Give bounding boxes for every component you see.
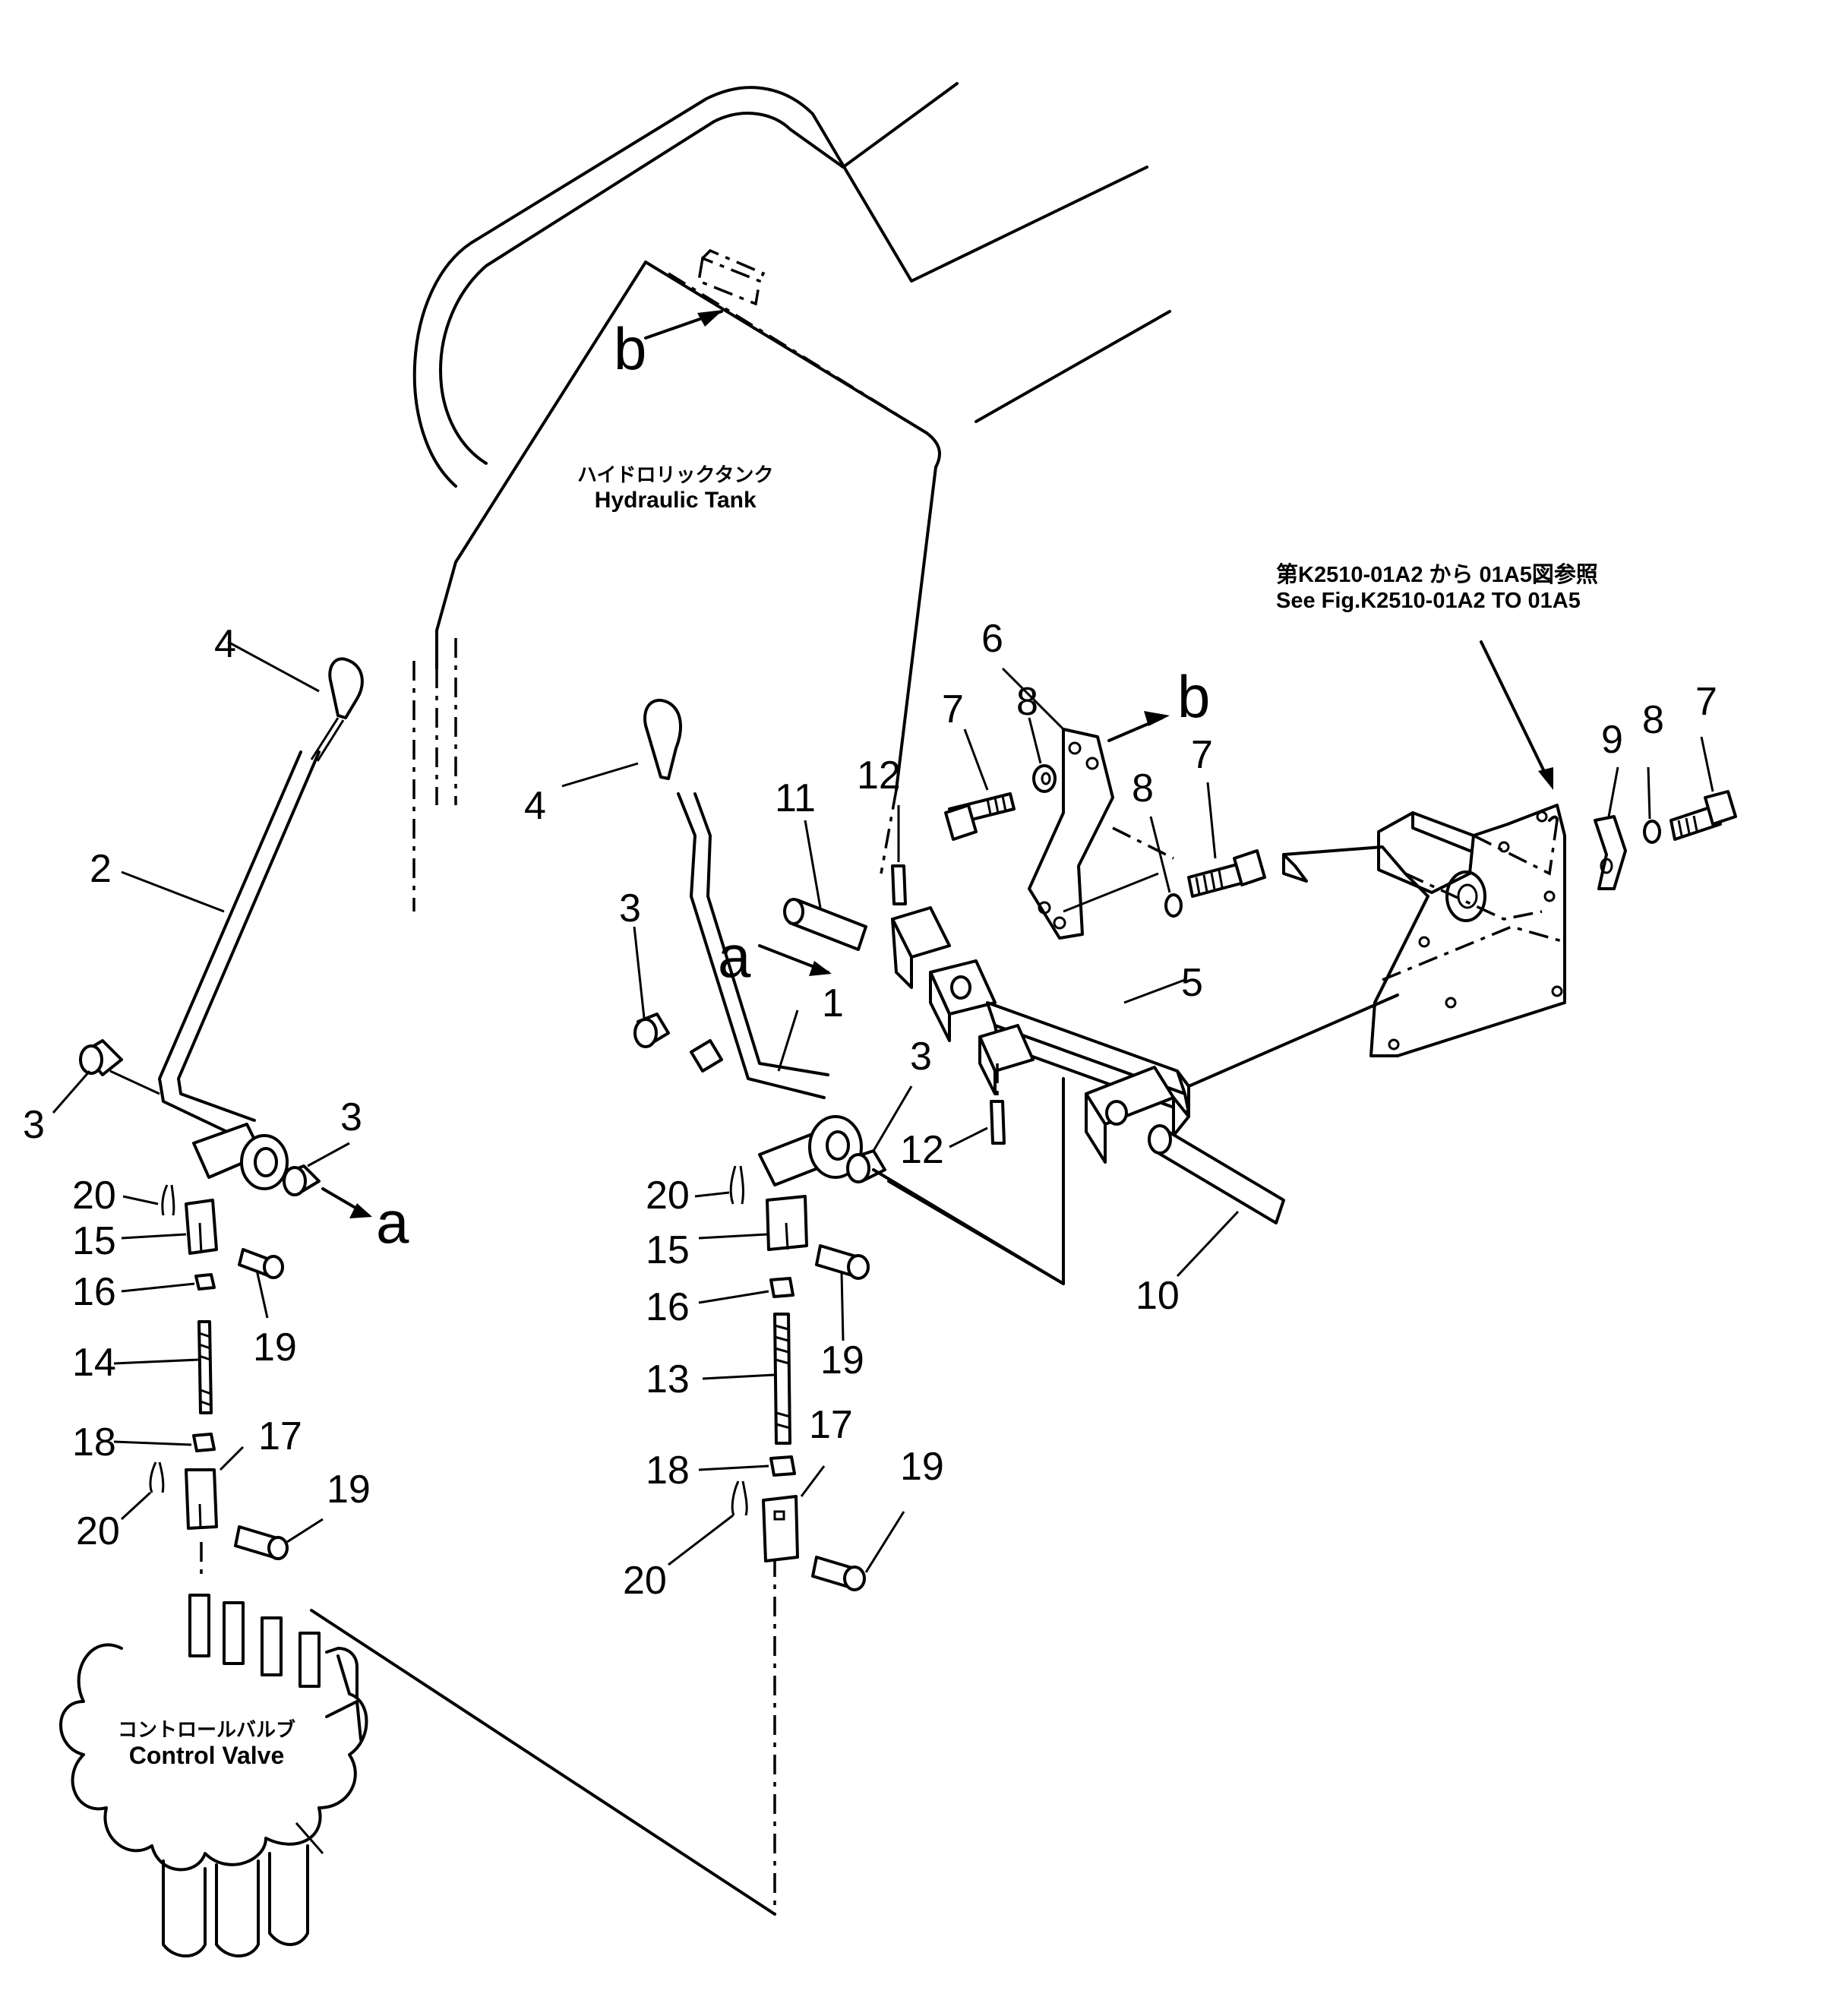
- callout-4-right: 4: [524, 784, 546, 828]
- callout-11: 11: [775, 776, 816, 820]
- callout-10: 10: [1136, 1274, 1180, 1318]
- callout-19-left-a: 19: [253, 1325, 297, 1370]
- control-valve-label: コントロールバルブ Control Valve: [118, 1717, 295, 1768]
- callout-13: 13: [646, 1357, 690, 1401]
- see-fig-note-jp: 第K2510-01A2 から 01A5図参照: [1276, 563, 1598, 587]
- callout-20-left-b: 20: [76, 1509, 120, 1553]
- ref-b-bracket: b: [1177, 663, 1211, 730]
- callout-9: 9: [1601, 718, 1623, 762]
- left-lever-assembly: [52, 640, 372, 1576]
- control-valve-label-en: Control Valve: [128, 1742, 285, 1769]
- callout-20-right-a: 20: [646, 1174, 690, 1218]
- hydraulic-tank-label-en: Hydraulic Tank: [594, 488, 757, 513]
- ref-a-center: a: [718, 923, 751, 990]
- callout-15-right: 15: [646, 1228, 690, 1272]
- callout-3-left-a: 3: [23, 1103, 45, 1147]
- callout-15-left: 15: [72, 1219, 116, 1263]
- ref-a-left: a: [376, 1189, 409, 1256]
- callout-4-left: 4: [214, 622, 236, 666]
- callout-5: 5: [1181, 961, 1203, 1005]
- callout-12-lower: 12: [900, 1128, 944, 1172]
- callout-7-a: 7: [942, 687, 964, 731]
- control-valve: [59, 1557, 776, 1957]
- right-lever-assembly: [561, 698, 1065, 1591]
- see-fig-note: 第K2510-01A2 から 01A5図参照 See Fig.K2510-01A…: [1276, 562, 1598, 614]
- callout-19-right-a: 19: [820, 1338, 864, 1382]
- callout-20-right-b: 20: [623, 1559, 667, 1603]
- callout-20-left-a: 20: [72, 1174, 116, 1218]
- hydraulic-tank-label-jp: ハイドロリックタンク: [577, 463, 774, 486]
- callout-18-left: 18: [72, 1420, 116, 1464]
- callout-6: 6: [981, 617, 1003, 661]
- callout-3-right-b: 3: [910, 1035, 932, 1079]
- callout-7-c: 7: [1695, 680, 1717, 724]
- callout-2: 2: [90, 847, 112, 891]
- callout-12-top: 12: [857, 754, 901, 798]
- bracket-assembly: [758, 805, 1399, 1285]
- fasteners: [944, 717, 1737, 918]
- callout-16-left: 16: [72, 1270, 116, 1314]
- control-valve-label-jp: コントロールバルブ: [118, 1718, 296, 1741]
- callout-8-a: 8: [1016, 680, 1038, 724]
- callout-17-left: 17: [258, 1414, 302, 1458]
- callout-3-left-b: 3: [340, 1095, 362, 1139]
- ref-b-tank: b: [614, 315, 647, 382]
- callout-1: 1: [822, 981, 844, 1025]
- callout-8-c: 8: [1642, 698, 1664, 742]
- callout-16-right: 16: [646, 1285, 690, 1329]
- hydraulic-tank-label: ハイドロリックタンク Hydraulic Tank: [577, 462, 773, 513]
- hydraulic-tank: [412, 82, 1171, 912]
- callout-7-b: 7: [1191, 733, 1213, 777]
- knob-left: [328, 657, 364, 719]
- callout-19-right-b: 19: [900, 1445, 944, 1489]
- bracket-plate: [1001, 667, 1174, 940]
- mounting-plate: [1282, 640, 1566, 1057]
- callout-18-right: 18: [646, 1449, 690, 1493]
- see-fig-note-en: See Fig.K2510-01A2 TO 01A5: [1276, 589, 1581, 613]
- callout-17-right: 17: [809, 1403, 853, 1447]
- callout-14: 14: [72, 1341, 116, 1385]
- callout-3-right-a: 3: [619, 886, 641, 930]
- callout-19-left-b: 19: [327, 1468, 371, 1512]
- callout-8-b: 8: [1132, 766, 1154, 810]
- knob-right: [643, 698, 682, 780]
